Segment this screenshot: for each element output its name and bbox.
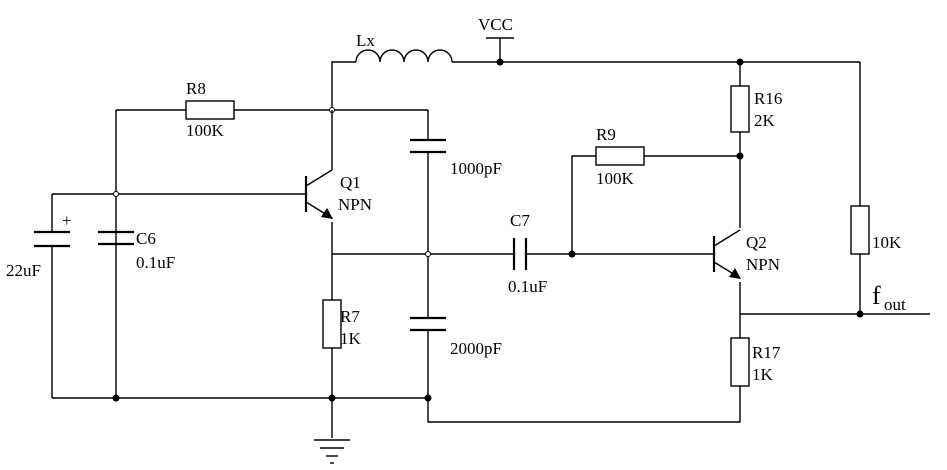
r9-value: 100K — [596, 169, 635, 188]
c7-value: 0.1uF — [508, 277, 547, 296]
c2000-value: 2000pF — [450, 339, 502, 358]
resistor-r7: R7 1K — [322, 299, 362, 349]
c1000-value: 1000pF — [450, 159, 502, 178]
r17-label: R17 — [752, 343, 781, 362]
resistor-10k: 10K — [850, 205, 902, 255]
inductor-lx: Lx — [355, 31, 453, 63]
r10k-value: 10K — [872, 233, 902, 252]
r7-label: R7 — [340, 307, 360, 326]
fout-sub: out — [884, 295, 906, 314]
q1-type: NPN — [338, 195, 372, 214]
capacitor-22uf: + 22uF — [6, 211, 72, 280]
q2-label: Q2 — [746, 233, 767, 252]
capacitor-1000pf: 1000pF — [410, 138, 502, 178]
capacitor-2000pf: 2000pF — [410, 316, 502, 358]
q2-type: NPN — [746, 255, 780, 274]
r17-value: 1K — [752, 365, 774, 384]
r8-value: 100K — [186, 121, 225, 140]
capacitor-c7: C7 0.1uF — [508, 211, 547, 296]
c7-label: C7 — [510, 211, 530, 230]
r16-value: 2K — [754, 111, 776, 130]
c6-value: 0.1uF — [136, 253, 175, 272]
transistor-q2: Q2 NPN — [712, 229, 780, 279]
output-label: f out — [872, 281, 906, 314]
q1-label: Q1 — [340, 173, 361, 192]
lx-label: Lx — [356, 31, 375, 50]
wires — [51, 37, 930, 438]
r9-label: R9 — [596, 125, 616, 144]
r16-label: R16 — [754, 89, 782, 108]
c22-value: 22uF — [6, 261, 41, 280]
r7-value: 1K — [340, 329, 362, 348]
transistor-q1: Q1 NPN — [304, 110, 372, 219]
vcc-label: VCC — [478, 15, 513, 34]
c22-polarity: + — [62, 211, 72, 230]
resistor-r8: R8 100K — [185, 79, 235, 140]
resistor-r9: R9 100K — [595, 125, 645, 188]
c6-label: C6 — [136, 229, 156, 248]
ground-symbol — [314, 439, 350, 464]
r8-label: R8 — [186, 79, 206, 98]
capacitor-c6: C6 0.1uF — [98, 229, 175, 272]
fout-main: f — [872, 281, 881, 310]
resistor-r17: R17 1K — [730, 337, 781, 387]
resistor-r16: R16 2K — [730, 85, 782, 133]
